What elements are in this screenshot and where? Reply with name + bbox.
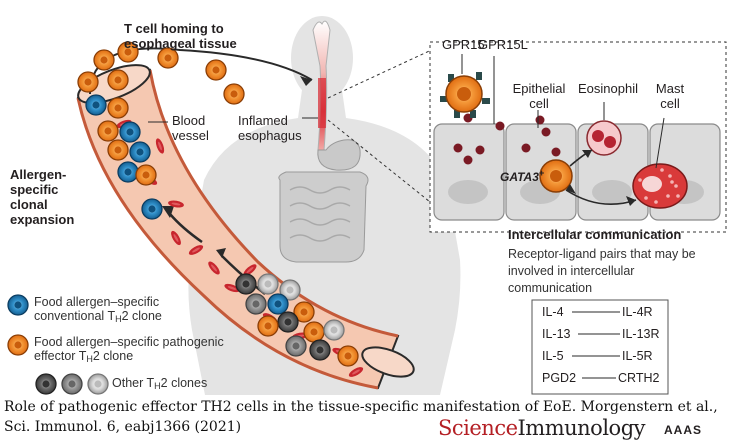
pair-receptor-3: IL-5R [622, 349, 653, 363]
leader-lines [148, 117, 318, 123]
allergen-expansion-label: Allergen-specific clonal expansion [10, 167, 75, 227]
gata3-text: GATA3 [500, 170, 539, 184]
legend-other-sub: H [154, 381, 161, 391]
blood-vessel-label: Blood vessel [172, 113, 209, 143]
pair-receptor-4: CRTH2 [618, 371, 660, 385]
pair-connectors [572, 311, 620, 379]
legend-effector-text: Food allergen–specific pathogenic effect… [34, 335, 224, 364]
inflamed-esophagus-highlight [318, 78, 326, 128]
pair-ligand-2: IL-13 [542, 327, 571, 341]
legend-other-text: Other T [112, 376, 155, 390]
journal-logo-science: Science [438, 416, 518, 440]
gpr15l-label: GPR15L [478, 37, 528, 52]
legend-effector-sub: H [86, 354, 93, 365]
legend-other-tail: 2 clones [160, 376, 208, 390]
pair-ligand-4: PGD2 [542, 371, 577, 385]
panel-pointer-lines [461, 54, 665, 169]
legend-conventional: Food allergen–specific conventional TH2 … [34, 295, 204, 325]
gpr15-label: GPR15 [442, 37, 485, 52]
epithelial-cell-label: Epithelial cell [512, 81, 566, 111]
intercellular-body: Receptor-ligand pairs that may be involv… [508, 247, 696, 295]
pair-ligand-3: IL-5 [542, 349, 564, 363]
tissue-panel [429, 41, 727, 233]
legend-conventional-sub: H [115, 314, 122, 325]
gata3-label: GATA3+ [500, 168, 544, 185]
zoom-lines [327, 45, 441, 211]
journal-logo-immunology: Immunology [517, 416, 646, 440]
pair-ligand-1: IL-4 [542, 305, 564, 319]
intercellular-title: Intercellular communication [508, 227, 682, 242]
homing-title: T cell homing to esophageal tissue [124, 21, 237, 51]
pair-receptor-2: IL-13R [622, 327, 660, 341]
legend-other: Other TH2 clones [112, 376, 207, 391]
inflamed-esophagus-label: Inflamed esophagus [238, 113, 302, 143]
eoe-diagram [7, 16, 727, 395]
gpr15-effector-cell [440, 72, 490, 118]
gpr15l-dots [453, 113, 561, 165]
eosinophil-label: Eosinophil [578, 81, 638, 96]
journal-logo: ScienceImmunology [438, 416, 646, 440]
eosinophil-cell [586, 120, 622, 156]
figure-caption: Role of pathogenic effector TH2 cells in… [4, 399, 718, 435]
gata3-effector-cell [539, 159, 573, 193]
mast-cell [632, 163, 688, 209]
publisher-logo: AAAS [664, 423, 703, 437]
pair-receptor-1: IL-4R [622, 305, 653, 319]
gata3-superscript: + [538, 168, 545, 178]
legend-effector: Food allergen–specific pathogenic effect… [34, 335, 244, 365]
legend-conventional-tail: 2 clone [121, 309, 162, 324]
legend-effector-tail: 2 clone [92, 349, 134, 364]
mast-cell-label: Mast cell [655, 81, 685, 111]
legend-conventional-text: Food allergen–specific conventional T [34, 295, 160, 324]
